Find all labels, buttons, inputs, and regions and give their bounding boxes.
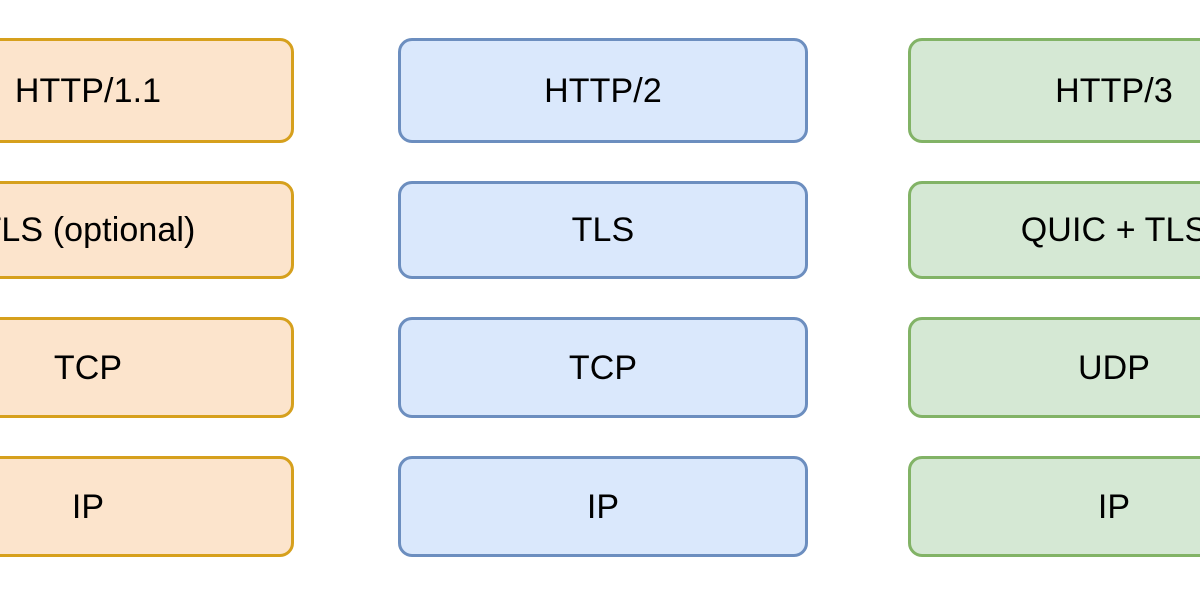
layer-box-http3-transport[interactable]: UDP (908, 317, 1200, 418)
layer-box-http11-security[interactable]: TLS (optional) (0, 181, 294, 279)
stack-column-http2: HTTP/2 TLS TCP IP (398, 0, 808, 600)
layer-box-http3-application[interactable]: HTTP/3 (908, 38, 1200, 143)
layer-label: HTTP/1.1 (14, 71, 162, 110)
layer-label: HTTP/2 (544, 71, 662, 110)
layer-label: HTTP/3 (1055, 71, 1173, 110)
layer-label: TLS (optional) (0, 211, 196, 249)
layer-label: IP (1097, 487, 1131, 526)
layer-box-http11-application[interactable]: HTTP/1.1 (0, 38, 294, 143)
layer-box-http2-network[interactable]: IP (398, 456, 808, 557)
stack-column-http11: HTTP/1.1 TLS (optional) TCP IP (0, 0, 294, 600)
layer-label: IP (586, 487, 620, 526)
layer-label: TCP (568, 348, 638, 387)
layer-box-http2-security[interactable]: TLS (398, 181, 808, 279)
layer-label: UDP (1077, 348, 1151, 387)
layer-label: QUIC + TLS (1020, 211, 1200, 249)
layer-box-http11-network[interactable]: IP (0, 456, 294, 557)
layer-label: TLS (571, 211, 635, 249)
layer-box-http2-transport[interactable]: TCP (398, 317, 808, 418)
layer-box-http3-security[interactable]: QUIC + TLS (908, 181, 1200, 279)
layer-box-http11-transport[interactable]: TCP (0, 317, 294, 418)
layer-box-http2-application[interactable]: HTTP/2 (398, 38, 808, 143)
stack-column-http3: HTTP/3 QUIC + TLS UDP IP (908, 0, 1200, 600)
layer-label: IP (71, 487, 105, 526)
layer-label: TCP (53, 348, 123, 387)
layer-box-http3-network[interactable]: IP (908, 456, 1200, 557)
